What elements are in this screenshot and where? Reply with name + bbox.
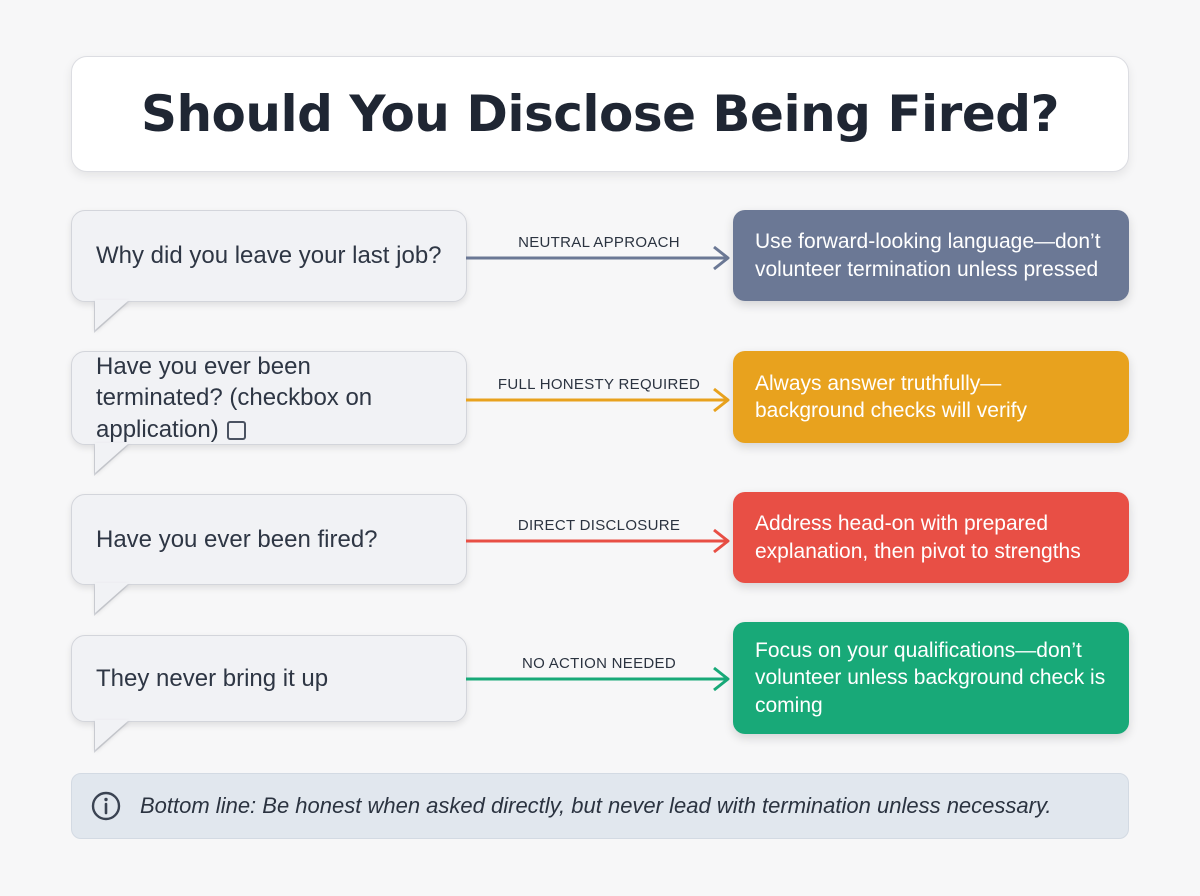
question-bubble-4: They never bring it up	[71, 635, 467, 722]
approach-label-2: FULL HONESTY REQUIRED	[497, 376, 701, 393]
info-icon	[91, 791, 121, 821]
bubble-tail-1	[95, 300, 129, 330]
advice-text-2: Always answer truthfully—background chec…	[755, 371, 1027, 422]
connector-arrow-2	[466, 387, 730, 413]
connector-arrow-4	[466, 666, 730, 692]
checkbox-icon	[226, 420, 246, 440]
question-text-2: Have you ever been terminated? (checkbox…	[96, 351, 442, 445]
question-text-1: Why did you leave your last job?	[96, 242, 442, 270]
advice-box-3: Address head-on with prepared explanatio…	[733, 492, 1129, 583]
question-bubble-3: Have you ever been fired?	[71, 494, 467, 585]
approach-label-4: NO ACTION NEEDED	[522, 655, 676, 672]
question-bubble-1: Why did you leave your last job?	[71, 210, 467, 302]
question-text-4: They never bring it up	[96, 664, 329, 692]
question-bubble-2: Have you ever been terminated? (checkbox…	[71, 351, 467, 445]
approach-label-3: DIRECT DISCLOSURE	[517, 517, 681, 534]
bottom-line-text: Bottom line: Be honest when asked direct…	[140, 793, 1052, 818]
advice-box-4: Focus on your qualifications—don’t volun…	[733, 622, 1129, 734]
advice-text-3: Address head-on with prepared explanatio…	[755, 512, 1081, 563]
approach-label-1: NEUTRAL APPROACH	[518, 234, 680, 251]
bubble-tail-4	[95, 720, 129, 750]
page-title: Should You Disclose Being Fired?	[140, 85, 1060, 143]
title-card: Should You Disclose Being Fired?	[71, 56, 1129, 172]
connector-arrow-3	[466, 528, 730, 554]
connector-arrow-1	[466, 245, 730, 271]
question-text-3: Have you ever been fired?	[96, 525, 378, 553]
bubble-tail-2	[95, 443, 129, 473]
advice-text-1: Use forward-looking language—don’t volun…	[755, 230, 1101, 281]
advice-box-2: Always answer truthfully—background chec…	[733, 351, 1129, 443]
advice-text-4: Focus on your qualifications—don’t volun…	[755, 639, 1106, 717]
bubble-tail-3	[95, 583, 129, 613]
question-text-2-content: Have you ever been terminated? (checkbox…	[96, 353, 373, 443]
bottom-line-bar: Bottom line: Be honest when asked direct…	[71, 773, 1129, 839]
advice-box-1: Use forward-looking language—don’t volun…	[733, 210, 1129, 301]
